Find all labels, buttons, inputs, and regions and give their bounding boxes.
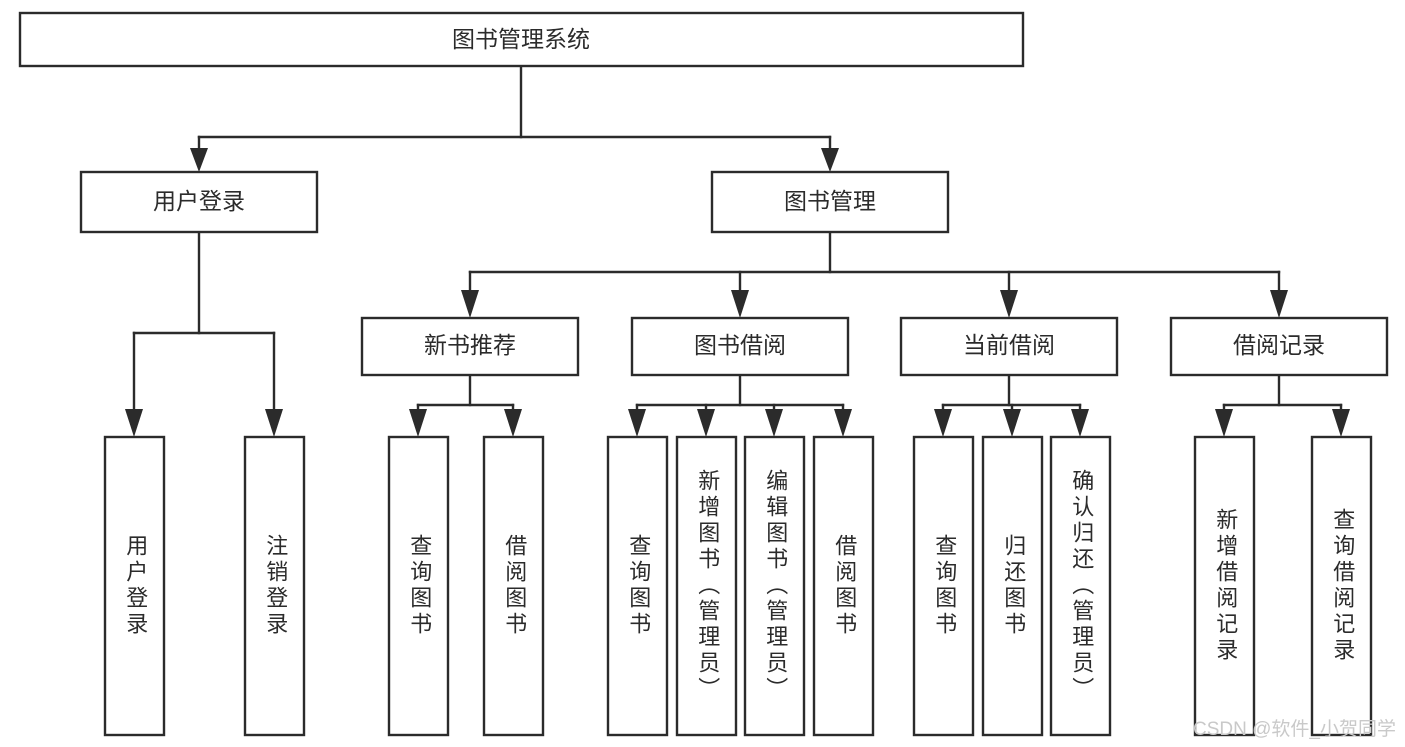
leaf-current-borrow-2[interactable]: 归还图书 (981, 435, 1044, 737)
node-user-login-box[interactable] (79, 170, 319, 234)
leaf-user-login-1[interactable]: 用户登录 (103, 435, 166, 737)
leaf-book-borrow-4-label: 借阅图书 (832, 534, 857, 638)
leaf-borrow-record-1-box[interactable] (1193, 435, 1256, 737)
node-book-management-label: 图书管理 (784, 188, 876, 214)
leaf-user-login-1-label: 用户登录 (123, 534, 148, 638)
arrow-userlogin-leaf-1 (125, 409, 143, 437)
edges-layer (125, 64, 1350, 437)
leaf-current-borrow-2-label: 归还图书 (1001, 534, 1026, 638)
arrow-currentborrow-leaf-2 (1003, 409, 1021, 437)
node-user-login[interactable]: 用户登录 (79, 170, 319, 234)
leaf-current-borrow-1-label: 查询图书 (932, 534, 957, 638)
arrow-bookborrow-leaf-1 (628, 409, 646, 437)
node-borrow-record-label: 借阅记录 (1233, 332, 1325, 358)
node-book-management[interactable]: 图书管理 (710, 170, 950, 234)
leaf-book-borrow-3-box[interactable] (743, 435, 806, 737)
leaf-current-borrow-3[interactable]: 确认归还（管理员） (1049, 435, 1112, 737)
arrow-to-user-login (190, 148, 208, 172)
arrow-newbook-leaf-2 (504, 409, 522, 437)
leaf-user-login-2[interactable]: 注销登录 (243, 435, 306, 737)
leaf-current-borrow-1[interactable]: 查询图书 (912, 435, 975, 737)
leaf-borrow-record-1[interactable]: 新增借阅记录 (1193, 435, 1256, 737)
arrow-to-new-book (461, 290, 479, 318)
arrow-to-book-mgmt (821, 148, 839, 172)
leaf-borrow-record-2-box[interactable] (1310, 435, 1373, 737)
arrow-userlogin-leaf-2 (265, 409, 283, 437)
arrow-currentborrow-leaf-3 (1071, 409, 1089, 437)
leaf-book-borrow-1[interactable]: 查询图书 (606, 435, 669, 737)
arrow-bookborrow-leaf-3 (765, 409, 783, 437)
node-borrow-record[interactable]: 借阅记录 (1169, 316, 1389, 377)
node-new-book-recommend-label: 新书推荐 (424, 332, 516, 358)
node-root-box[interactable] (18, 11, 1025, 68)
leaf-user-login-2-box[interactable] (243, 435, 306, 737)
leaf-book-borrow-2-box[interactable] (675, 435, 738, 737)
node-current-borrow-box[interactable] (899, 316, 1119, 377)
arrow-borrowrecord-leaf-1 (1215, 409, 1233, 437)
leaf-book-borrow-1-box[interactable] (606, 435, 669, 737)
leaf-new-book-1[interactable]: 查询图书 (387, 435, 450, 737)
leaf-current-borrow-1-box[interactable] (912, 435, 975, 737)
arrow-bookborrow-leaf-2 (697, 409, 715, 437)
node-new-book-recommend-box[interactable] (360, 316, 580, 377)
leaf-book-borrow-3-label: 编辑图书（管理员） (763, 469, 788, 703)
leaf-current-borrow-3-box[interactable] (1049, 435, 1112, 737)
leaf-book-borrow-2[interactable]: 新增图书（管理员） (675, 435, 738, 737)
leaf-user-login-2-label: 注销登录 (263, 534, 288, 638)
node-book-management-box[interactable] (710, 170, 950, 234)
arrow-bookborrow-leaf-4 (834, 409, 852, 437)
leaf-new-book-2[interactable]: 借阅图书 (482, 435, 545, 737)
leaf-new-book-2-label: 借阅图书 (502, 534, 527, 638)
leaf-new-book-1-box[interactable] (387, 435, 450, 737)
leaf-book-borrow-4-box[interactable] (812, 435, 875, 737)
leaf-book-borrow-2-label: 新增图书（管理员） (695, 469, 720, 703)
node-new-book-recommend[interactable]: 新书推荐 (360, 316, 580, 377)
node-borrow-record-box[interactable] (1169, 316, 1389, 377)
arrow-to-current-borrow (1000, 290, 1018, 318)
arrow-newbook-leaf-1 (409, 409, 427, 437)
node-root-label: 图书管理系统 (452, 26, 590, 52)
leaf-current-borrow-3-label: 确认归还（管理员） (1069, 469, 1094, 703)
leaf-borrow-record-1-label: 新增借阅记录 (1213, 508, 1238, 664)
leaf-book-borrow-1-label: 查询图书 (626, 534, 651, 638)
node-current-borrow[interactable]: 当前借阅 (899, 316, 1119, 377)
leaf-new-book-1-label: 查询图书 (407, 534, 432, 638)
arrow-to-borrow-record (1270, 290, 1288, 318)
leaf-borrow-record-2-label: 查询借阅记录 (1330, 508, 1355, 664)
arrow-to-book-borrow (731, 290, 749, 318)
node-root[interactable]: 图书管理系统 (18, 11, 1025, 68)
leaf-current-borrow-2-box[interactable] (981, 435, 1044, 737)
leaf-book-borrow-4[interactable]: 借阅图书 (812, 435, 875, 737)
leaf-new-book-2-box[interactable] (482, 435, 545, 737)
node-current-borrow-label: 当前借阅 (963, 332, 1055, 358)
leaf-borrow-record-2[interactable]: 查询借阅记录 (1310, 435, 1373, 737)
node-book-borrow-label: 图书借阅 (694, 332, 786, 358)
csdn-watermark: CSDN @软件_小贺同学 (1193, 718, 1396, 740)
node-book-borrow[interactable]: 图书借阅 (630, 316, 850, 377)
arrow-borrowrecord-leaf-2 (1332, 409, 1350, 437)
leaf-user-login-1-box[interactable] (103, 435, 166, 737)
leaf-book-borrow-3[interactable]: 编辑图书（管理员） (743, 435, 806, 737)
node-book-borrow-box[interactable] (630, 316, 850, 377)
arrow-currentborrow-leaf-1 (934, 409, 952, 437)
node-user-login-label: 用户登录 (153, 188, 245, 214)
